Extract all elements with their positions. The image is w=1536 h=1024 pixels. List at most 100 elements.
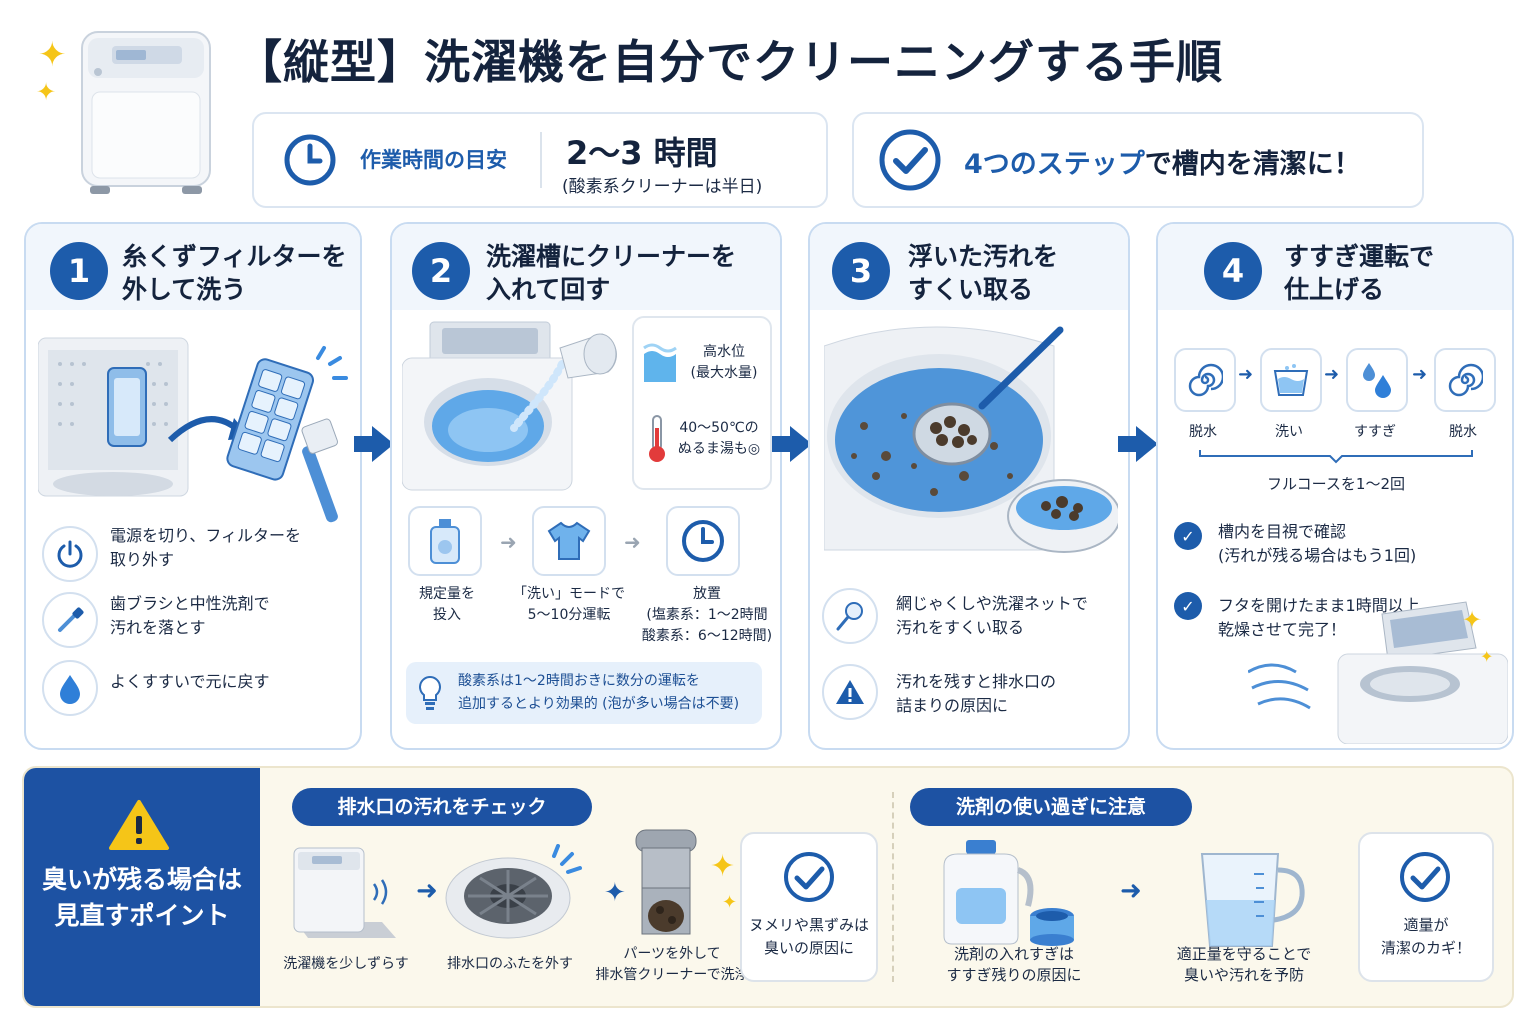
check-circle-icon	[879, 129, 941, 191]
detergent-step-text: 適正量を守ることで 臭いや汚れを予防	[1144, 944, 1344, 986]
detergent-callout: 適量が 清潔のカギ！	[1358, 832, 1494, 982]
sparkle-icon: ✦	[36, 78, 57, 106]
step3-item: 汚れを残すと排水口の 詰まりの原因に	[896, 670, 1056, 718]
step-title-line: 入れて回す	[486, 275, 611, 304]
sparkle-icon: ✦	[38, 35, 67, 75]
substep-line: 投入	[433, 607, 461, 623]
step-arrow-icon	[772, 426, 812, 462]
step-title-line: すくい取る	[908, 275, 1034, 304]
detergent-warning-label: 洗剤の使い過ぎに注意	[910, 788, 1192, 826]
detergent-step-line: 適正量を守ることで	[1176, 945, 1312, 963]
svg-text:✦: ✦	[722, 892, 737, 913]
drain-step-line: 排水口のふたを外す	[447, 956, 573, 972]
tip-line: 追加するとより効果的 (泡が多い場合は不要)	[458, 696, 740, 712]
step-title-line: すすぎ運転で	[1284, 242, 1435, 271]
step-title-line: 糸くずフィルターを	[122, 242, 347, 271]
condition-text: 高水位	[703, 344, 745, 360]
check-circle-icon	[784, 852, 834, 902]
four-steps-text: 4つのステップで槽内を清潔に！	[964, 142, 1361, 181]
work-time-label: 作業時間の目安	[360, 148, 507, 172]
four-steps-rest: で槽内を清潔に！	[1144, 149, 1361, 180]
svg-text:✦: ✦	[1462, 606, 1482, 634]
substep-line: 「洗い」モードで	[513, 586, 625, 602]
step-title: すすぎ運転で 仕上げる	[1284, 240, 1434, 306]
shirt-icon	[532, 506, 606, 576]
drain-step-line: 洗濯機を少しずらす	[283, 956, 409, 972]
callout-line: ヌメリや黒ずみは	[748, 916, 869, 934]
step-number: 3	[832, 242, 890, 300]
step3-item: 網じゃくしや洗濯ネットで 汚れをすくい取る	[896, 592, 1088, 640]
check-item: 槽内を目視で確認 (汚れが残る場合はもう1回)	[1218, 520, 1416, 568]
check-circle-icon	[1400, 852, 1450, 902]
step-card-3: 3 浮いた汚れを すくい取る 網じゃくしや洗濯ネットで 汚れをすくい取る 汚れを…	[808, 222, 1130, 750]
detergent-callout-text: 適量が 清潔のカギ！	[1360, 914, 1492, 960]
power-icon	[42, 526, 98, 582]
arrow-icon: ✦	[604, 878, 626, 908]
item-text: 電源を切り、フィルターを	[110, 526, 302, 545]
substep-line: 酸素系：6〜12時間)	[641, 628, 773, 644]
water-drop-icon	[42, 660, 98, 716]
toothbrush-icon	[42, 592, 98, 648]
callout-line: 臭いの原因に	[763, 939, 854, 957]
step-title: 糸くずフィルターを 外して洗う	[122, 240, 347, 306]
step-arrow-icon	[1118, 426, 1158, 462]
check-icon: ✓	[1174, 522, 1202, 550]
arrow-icon: ➜	[624, 530, 641, 554]
step1-item: よくすすいで元に戻す	[110, 670, 270, 694]
drain-check-label: 排水口の汚れをチェック	[292, 788, 592, 826]
section-divider	[892, 792, 894, 982]
detergent-step-line: 臭いや汚れを予防	[1183, 966, 1304, 984]
step-title: 洗濯槽にクリーナーを 入れて回す	[486, 240, 736, 306]
check-text: フタを開けたまま1時間以上	[1218, 596, 1420, 615]
washer-pouring-illustration	[402, 321, 617, 491]
step-arrow-icon	[354, 426, 394, 462]
step-title-line: 仕上げる	[1284, 275, 1385, 304]
condition-text: (最大水量)	[690, 365, 758, 381]
drain-callout-text: ヌメリや黒ずみは 臭いの原因に	[742, 914, 876, 960]
warning-icon	[822, 664, 878, 720]
check-item: フタを開けたまま1時間以上 乾燥させて完了！	[1218, 594, 1420, 642]
step-number: 2	[412, 242, 470, 300]
svg-text:✦: ✦	[1480, 647, 1493, 666]
svg-text:✦: ✦	[710, 849, 735, 884]
cycle-note: フルコースを1〜2回	[1266, 475, 1406, 493]
four-steps-highlight: 4つのステップ	[964, 149, 1145, 180]
step-title: 浮いた汚れを すくい取る	[908, 240, 1058, 306]
substep-line: 放置	[693, 586, 721, 602]
bottom-heading-panel: 臭いが残る場合は 見直すポイント	[24, 768, 260, 1006]
cycle-label: 脱水	[1189, 424, 1217, 440]
item-text: 詰まりの原因に	[896, 696, 1009, 715]
condition-text: ぬるま湯も◎	[677, 441, 761, 457]
detergent-bottle-illustration	[943, 840, 1074, 946]
work-time-box: 作業時間の目安 2〜3 時間 (酸素系クリーナーは半日)	[252, 112, 828, 208]
step1-item: 電源を切り、フィルターを 取り外す	[110, 524, 301, 572]
net-scoop-icon	[822, 588, 878, 644]
drain-step-text: パーツを外して 排水管クリーナーで洗浄	[584, 944, 760, 986]
warning-icon	[109, 800, 169, 850]
substep-line: 規定量を	[419, 586, 475, 602]
check-icon: ✓	[1174, 592, 1202, 620]
condition-text: 40〜50℃の	[679, 420, 759, 436]
spin-icon	[1434, 348, 1496, 412]
detergent-step-text: 洗剤の入れすぎは すすぎ残りの原因に	[914, 944, 1114, 986]
lightbulb-icon	[419, 675, 441, 710]
drain-step-text: 洗濯機を少しずらす	[276, 954, 416, 975]
arrow-icon: ➜	[1238, 364, 1254, 385]
cycle-bracket	[1199, 450, 1473, 464]
item-text: 歯ブラシと中性洗剤で	[110, 594, 270, 613]
check-text: 乾燥させて完了！	[1218, 620, 1347, 639]
clock-icon	[666, 506, 740, 576]
water-level-icon	[643, 343, 677, 382]
step-number: 4	[1204, 242, 1262, 300]
detergent-step-line: すすぎ残りの原因に	[946, 966, 1082, 984]
measuring-cup-illustration	[1200, 853, 1305, 947]
bottom-heading-line: 見直すポイント	[54, 901, 230, 930]
bottom-heading: 臭いが残る場合は 見直すポイント	[24, 862, 260, 934]
item-text: 汚れを落とす	[110, 618, 206, 637]
cycle-label: 洗い	[1275, 424, 1303, 440]
cycle-label: すすぎ	[1354, 424, 1396, 440]
item-text: よくすすいで元に戻す	[110, 672, 270, 691]
drain-step-text: 排水口のふたを外す	[430, 954, 590, 975]
substep-text: 規定量を 投入	[392, 584, 502, 626]
step-title-line: 外して洗う	[122, 275, 247, 304]
